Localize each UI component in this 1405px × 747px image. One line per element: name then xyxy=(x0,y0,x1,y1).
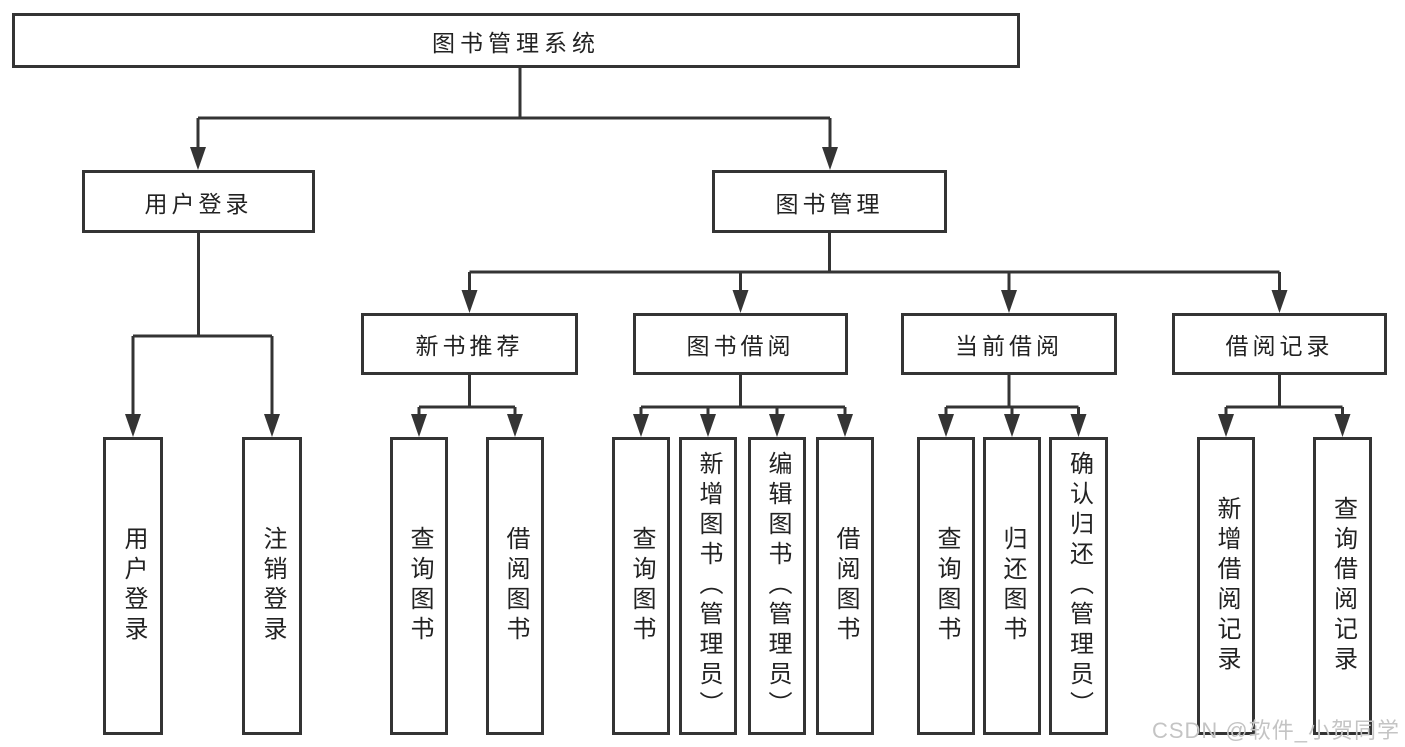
node-label: 新增图书（管理员） xyxy=(695,451,722,721)
node-label: 当前借阅 xyxy=(955,333,1063,359)
node-label: 用户登录 xyxy=(120,526,147,646)
node-user-login-group: 用户登录 xyxy=(82,170,315,233)
node-label: 确认归还（管理员） xyxy=(1065,451,1093,721)
leaf-nbr-borrow-book: 借阅图书 xyxy=(486,437,544,735)
leaf-cb-query-book: 查询图书 xyxy=(917,437,975,735)
leaf-logout-login: 注销登录 xyxy=(242,437,302,735)
node-label: 新增借阅记录 xyxy=(1213,496,1240,676)
node-label: 注销登录 xyxy=(259,526,286,646)
node-label: 图书管理 xyxy=(775,190,884,217)
node-label: 查询图书 xyxy=(406,526,433,646)
node-label: 借阅图书 xyxy=(502,526,529,646)
node-borrowing-records: 借阅记录 xyxy=(1172,313,1387,375)
leaf-cb-confirm-return-admin: 确认归还（管理员） xyxy=(1049,437,1108,735)
node-new-book-recommend: 新书推荐 xyxy=(361,313,578,375)
leaf-bb-borrow-book: 借阅图书 xyxy=(816,437,874,735)
node-label: 图书管理系统 xyxy=(432,29,600,56)
node-label: 新书推荐 xyxy=(415,333,524,359)
node-label: 图书借阅 xyxy=(686,333,795,359)
node-current-borrowing: 当前借阅 xyxy=(901,313,1117,375)
node-label: 查询借阅记录 xyxy=(1329,496,1357,676)
leaf-cb-return-book: 归还图书 xyxy=(983,437,1041,735)
leaf-br-add-borrow-record: 新增借阅记录 xyxy=(1197,437,1255,735)
node-label: 归还图书 xyxy=(999,526,1026,646)
node-label: 编辑图书（管理员） xyxy=(764,451,791,721)
node-book-borrowing: 图书借阅 xyxy=(633,313,848,375)
leaf-bb-query-book: 查询图书 xyxy=(612,437,670,735)
leaf-bb-add-book-admin: 新增图书（管理员） xyxy=(679,437,737,735)
csdn-watermark: CSDN @软件_小贺同学 xyxy=(1151,718,1400,743)
leaf-br-query-borrow-record: 查询借阅记录 xyxy=(1313,437,1372,735)
leaf-bb-edit-book-admin: 编辑图书（管理员） xyxy=(748,437,806,735)
node-label: 用户登录 xyxy=(144,190,253,217)
node-book-management: 图书管理 xyxy=(712,170,947,233)
leaf-user-login: 用户登录 xyxy=(103,437,163,735)
node-root-library-system: 图书管理系统 xyxy=(12,13,1020,68)
node-label: 查询图书 xyxy=(628,526,655,646)
node-label: 借阅记录 xyxy=(1225,333,1334,359)
node-label: 借阅图书 xyxy=(832,526,859,646)
node-label: 查询图书 xyxy=(933,526,960,646)
leaf-nbr-query-book: 查询图书 xyxy=(390,437,448,735)
